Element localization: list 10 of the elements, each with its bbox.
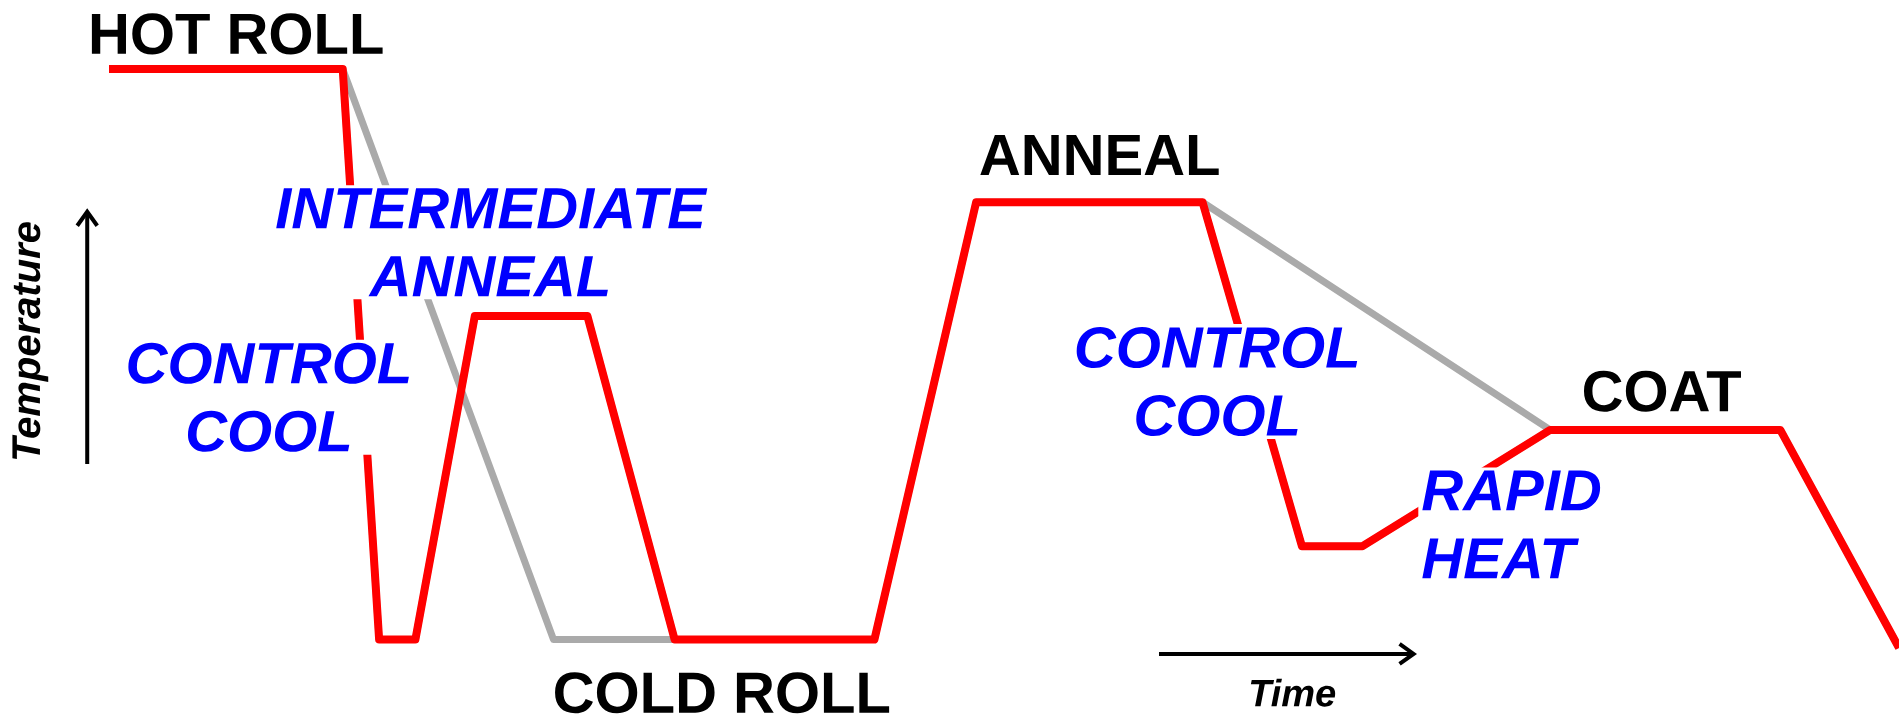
axis-label: Time	[1250, 678, 1336, 707]
step-label: RAPID HEAT	[1418, 467, 1615, 582]
step-label: INTERMEDIATE ANNEAL	[262, 185, 719, 300]
step-label: CONTROL COOL	[1064, 323, 1371, 439]
axis-label: Temperature	[12, 222, 49, 460]
step-label: CONTROL COOL	[115, 339, 422, 455]
step-label: COAT	[1579, 368, 1744, 414]
step-label: HOT ROLL	[86, 11, 387, 57]
step-label: COLD ROLL	[550, 670, 893, 716]
step-label: ANNEAL	[976, 133, 1223, 177]
